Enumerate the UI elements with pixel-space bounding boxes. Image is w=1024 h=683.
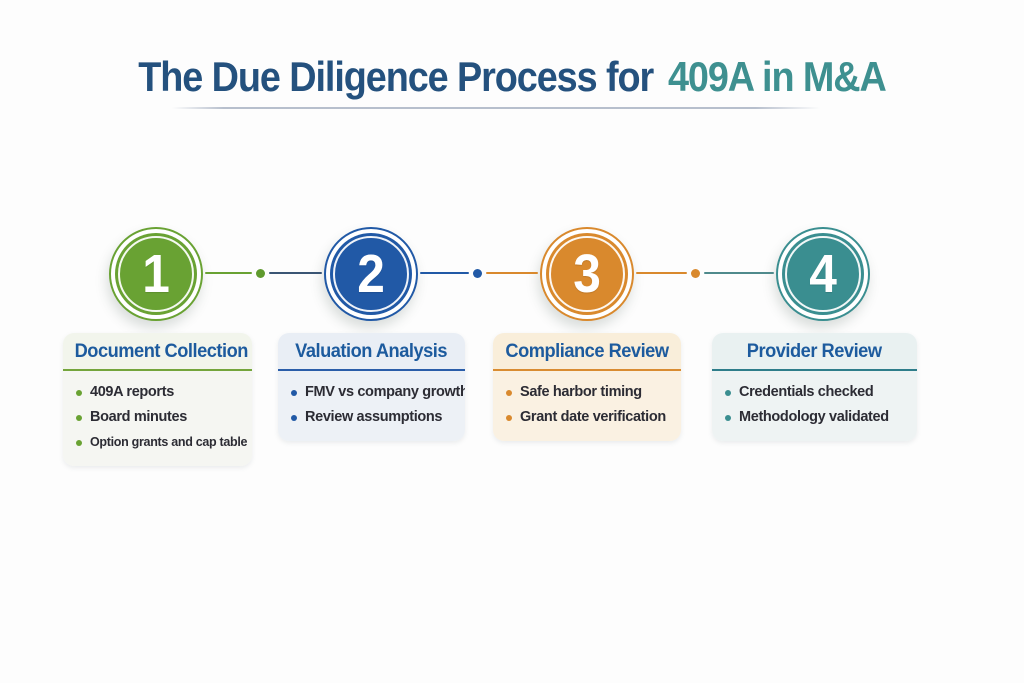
step-2-circle: 2 xyxy=(324,227,418,321)
bullet-text: Review assumptions xyxy=(305,409,443,425)
step-4-card-title: Provider Review xyxy=(747,341,882,362)
step-1-card-body: 409A reports Board minutes Option grants… xyxy=(63,371,252,466)
title-divider xyxy=(172,107,820,109)
bullet-text: Option grants and cap table xyxy=(90,435,248,449)
step-4-number: 4 xyxy=(809,244,837,304)
step-4-card: Provider Review Credentials checked Meth… xyxy=(712,333,917,441)
step-2-disc: 2 xyxy=(330,233,412,315)
step-2-bullet-list: FMV vs company growth Review assumptions xyxy=(291,380,465,430)
connector-3-4 xyxy=(636,268,774,278)
connector-2-dot xyxy=(473,268,482,278)
list-item: Methodology validated xyxy=(725,405,909,430)
step-3-ring: 3 xyxy=(540,227,634,321)
step-4-card-header: Provider Review xyxy=(712,333,917,371)
list-item: Safe harbor timing xyxy=(506,380,673,405)
bullet-text: Credentials checked xyxy=(739,384,874,400)
list-item: Board minutes xyxy=(76,405,244,430)
step-2-card-title: Valuation Analysis xyxy=(295,341,448,362)
step-2-card-header: Valuation Analysis xyxy=(278,333,465,371)
step-3-bullet-list: Safe harbor timing Grant date verificati… xyxy=(506,380,673,430)
step-3-card-body: Safe harbor timing Grant date verificati… xyxy=(493,371,681,441)
bullet-text: Safe harbor timing xyxy=(520,384,642,400)
bullet-dot-icon xyxy=(506,414,512,421)
step-4-ring: 4 xyxy=(776,227,870,321)
step-3-card-header: Compliance Review xyxy=(493,333,681,371)
connector-1-right-line xyxy=(269,272,322,274)
bullet-text: FMV vs company growth xyxy=(305,384,465,400)
bullet-dot-icon xyxy=(76,414,82,421)
list-item: Credentials checked xyxy=(725,380,909,405)
connector-1-2 xyxy=(205,268,322,278)
connector-3-left-line xyxy=(636,272,687,274)
bullet-text: Methodology validated xyxy=(739,409,889,425)
step-1-disc: 1 xyxy=(115,233,197,315)
list-item: Review assumptions xyxy=(291,405,457,430)
step-3-circle: 3 xyxy=(540,227,634,321)
step-1-number: 1 xyxy=(142,244,170,304)
step-1-circle: 1 xyxy=(109,227,203,321)
connector-2-3 xyxy=(420,268,538,278)
list-item: 409A reports xyxy=(76,380,244,405)
connector-1-dot xyxy=(256,268,265,278)
step-2-number: 2 xyxy=(357,244,385,304)
bullet-dot-icon xyxy=(725,414,731,421)
list-item: Grant date verification xyxy=(506,405,673,430)
step-3-card: Compliance Review Safe harbor timing Gra… xyxy=(493,333,681,441)
bullet-dot-icon xyxy=(76,439,82,446)
bullet-text: Grant date verification xyxy=(520,409,666,425)
step-3-number: 3 xyxy=(573,244,601,304)
bullet-dot-icon xyxy=(291,414,297,421)
step-3-card-title: Compliance Review xyxy=(505,341,669,362)
bullet-dot-icon xyxy=(725,389,731,396)
connector-2-left-line xyxy=(420,272,469,274)
step-1-card: Document Collection 409A reports Board m… xyxy=(63,333,252,466)
connector-3-right-line xyxy=(704,272,774,274)
bullet-dot-icon xyxy=(291,389,297,396)
bullet-text: Board minutes xyxy=(90,409,187,425)
connector-2-right-line xyxy=(486,272,538,274)
bullet-text: 409A reports xyxy=(90,384,174,400)
bullet-dot-icon xyxy=(76,389,82,396)
step-4-circle: 4 xyxy=(776,227,870,321)
bullet-dot-icon xyxy=(506,389,512,396)
step-2-ring: 2 xyxy=(324,227,418,321)
list-item: Option grants and cap table xyxy=(76,430,248,455)
page-title: The Due Diligence Process for 409A in M&… xyxy=(51,53,973,101)
step-2-card: Valuation Analysis FMV vs company growth… xyxy=(278,333,465,441)
page-title-highlight: 409A in M&A xyxy=(667,53,887,100)
step-2-card-body: FMV vs company growth Review assumptions xyxy=(278,371,465,441)
list-item: FMV vs company growth xyxy=(291,380,465,405)
connector-1-left-line xyxy=(205,272,252,274)
step-1-ring: 1 xyxy=(109,227,203,321)
step-4-bullet-list: Credentials checked Methodology validate… xyxy=(725,380,909,430)
page-title-main: The Due Diligence Process for xyxy=(138,53,654,100)
step-3-disc: 3 xyxy=(546,233,628,315)
step-4-disc: 4 xyxy=(782,233,864,315)
step-1-card-title: Document Collection xyxy=(74,341,249,362)
step-1-bullet-list: 409A reports Board minutes Option grants… xyxy=(76,380,248,455)
step-4-card-body: Credentials checked Methodology validate… xyxy=(712,371,917,441)
step-1-card-header: Document Collection xyxy=(63,333,252,371)
connector-3-dot xyxy=(691,268,700,278)
